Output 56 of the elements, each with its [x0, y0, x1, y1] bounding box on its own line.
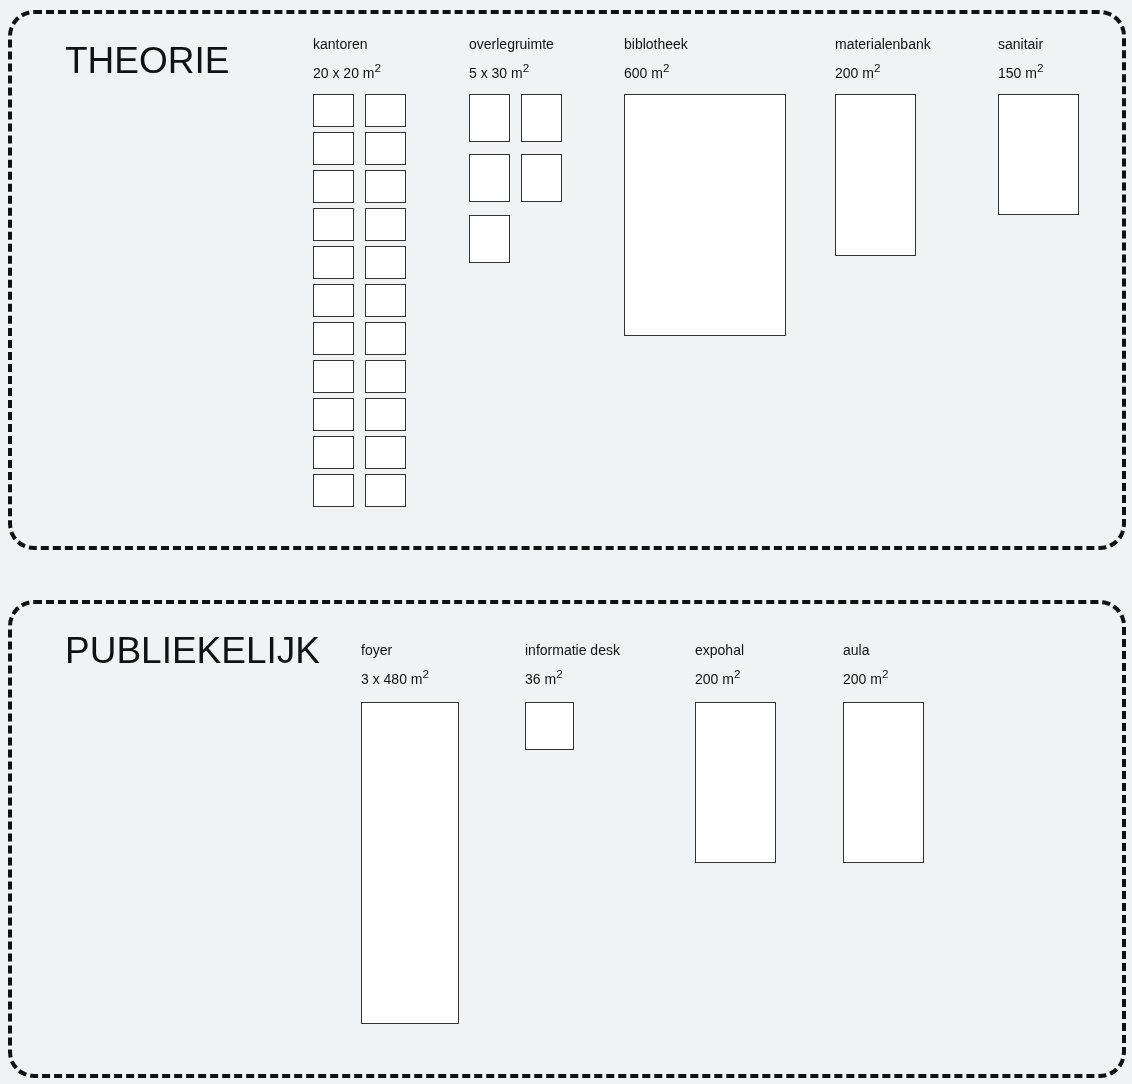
room-area: 5 x 30 m$^{2}$ [469, 62, 530, 80]
room-box [835, 94, 916, 256]
room-area: 200 m$^{2}$ [835, 62, 881, 80]
room-box [365, 170, 406, 203]
room-name: informatie desk [525, 643, 620, 657]
room-name: materialenbank [835, 37, 931, 51]
room-box [313, 474, 354, 507]
room-box [365, 246, 406, 279]
room-box [521, 154, 562, 202]
room-name: expohal [695, 643, 745, 657]
room-box [365, 474, 406, 507]
room-name: kantoren [313, 37, 368, 51]
room-name: foyer [361, 643, 393, 657]
room-box [313, 322, 354, 355]
room-box [469, 215, 510, 263]
room-name: sanitair [998, 37, 1044, 51]
room-box [313, 360, 354, 393]
room-box [525, 702, 574, 750]
room-area: 36 m$^{2}$ [525, 668, 563, 686]
zone-panel [8, 600, 1126, 1078]
room-box [313, 398, 354, 431]
room-box [624, 94, 786, 336]
room-box [313, 284, 354, 317]
room-box [313, 170, 354, 203]
room-area: 200 m$^{2}$ [843, 668, 889, 686]
room-name: biblotheek [624, 37, 688, 51]
room-box [313, 246, 354, 279]
room-box [313, 208, 354, 241]
room-box [365, 360, 406, 393]
room-name: aula [843, 643, 870, 657]
room-box [361, 702, 459, 1024]
room-box [313, 94, 354, 127]
room-area: 20 x 20 m$^{2}$ [313, 62, 381, 80]
room-box [469, 154, 510, 202]
room-box [365, 284, 406, 317]
room-box [469, 94, 510, 142]
room-box [365, 436, 406, 469]
zone-title: THEORIE [65, 42, 230, 79]
room-area: 150 m$^{2}$ [998, 62, 1044, 80]
room-box [521, 94, 562, 142]
room-box [843, 702, 924, 863]
room-name: overlegruimte [469, 37, 554, 51]
room-box [695, 702, 776, 863]
room-area: 3 x 480 m$^{2}$ [361, 668, 429, 686]
room-area: 600 m$^{2}$ [624, 62, 670, 80]
room-box [365, 208, 406, 241]
room-box [998, 94, 1079, 215]
room-box [365, 322, 406, 355]
zone-title: PUBLIEKELIJK [65, 632, 320, 669]
room-box [365, 94, 406, 127]
room-box [365, 398, 406, 431]
room-area: 200 m$^{2}$ [695, 668, 741, 686]
zone-panel [8, 10, 1126, 550]
room-box [313, 132, 354, 165]
room-box [313, 436, 354, 469]
room-box [365, 132, 406, 165]
